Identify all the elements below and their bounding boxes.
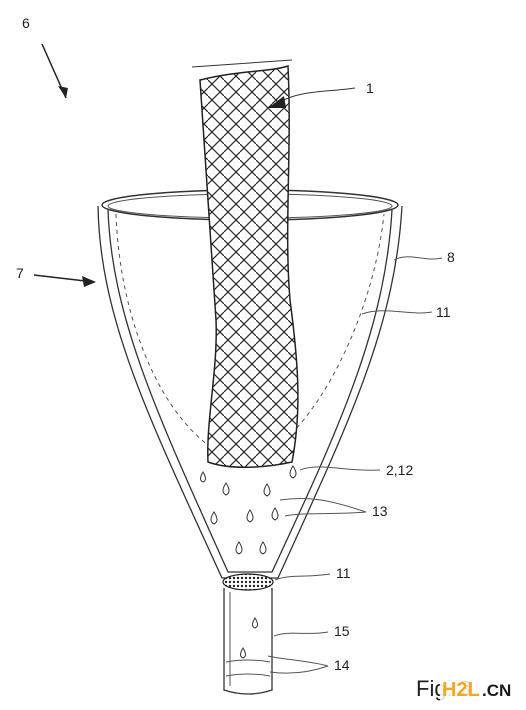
leader-14b <box>269 665 329 674</box>
droplet <box>222 482 230 496</box>
arrow-7-head <box>82 276 96 287</box>
leader-11b <box>274 573 331 581</box>
vial-drop <box>240 647 246 659</box>
braided-strand <box>199 64 299 468</box>
arrow-6-head <box>58 86 68 98</box>
droplet <box>246 509 254 523</box>
label-14: 14 <box>334 657 350 673</box>
droplet <box>235 541 243 555</box>
droplets <box>200 465 297 555</box>
liquid-surface <box>225 659 271 663</box>
vial-drop <box>252 617 258 629</box>
leader-1 <box>279 87 356 103</box>
watermark-backing <box>440 676 524 702</box>
watermark-brand: H2L <box>442 679 480 701</box>
droplet <box>200 471 206 483</box>
watermark-suffix: .CN <box>482 681 511 700</box>
label-1: 1 <box>366 80 374 96</box>
leader-8 <box>393 256 443 261</box>
liquid-surface <box>225 673 271 677</box>
leader-2-12 <box>299 466 381 471</box>
leader-13a <box>279 498 367 513</box>
leader-11a <box>361 310 433 315</box>
label-15: 15 <box>334 623 350 639</box>
leader-15 <box>273 631 329 637</box>
droplet <box>263 483 271 497</box>
funnel-inner-wall <box>107 209 393 573</box>
droplet <box>271 507 279 521</box>
collection-vial <box>223 588 273 695</box>
droplet <box>210 511 218 525</box>
leader-14a <box>267 655 329 667</box>
leader-13b <box>284 511 367 517</box>
label-11-mesh: 11 <box>336 565 351 581</box>
strand-top-edge <box>191 59 293 68</box>
label-7: 7 <box>16 265 24 281</box>
droplet <box>259 541 267 555</box>
label-11-liner: 11 <box>436 304 451 320</box>
arrow-1-head <box>268 96 286 108</box>
label-8: 8 <box>447 249 455 265</box>
label-13: 13 <box>372 503 388 519</box>
droplet <box>289 465 297 479</box>
label-2-12: 2,12 <box>386 462 413 478</box>
label-6: 6 <box>22 15 30 31</box>
mesh-filter <box>222 573 274 591</box>
